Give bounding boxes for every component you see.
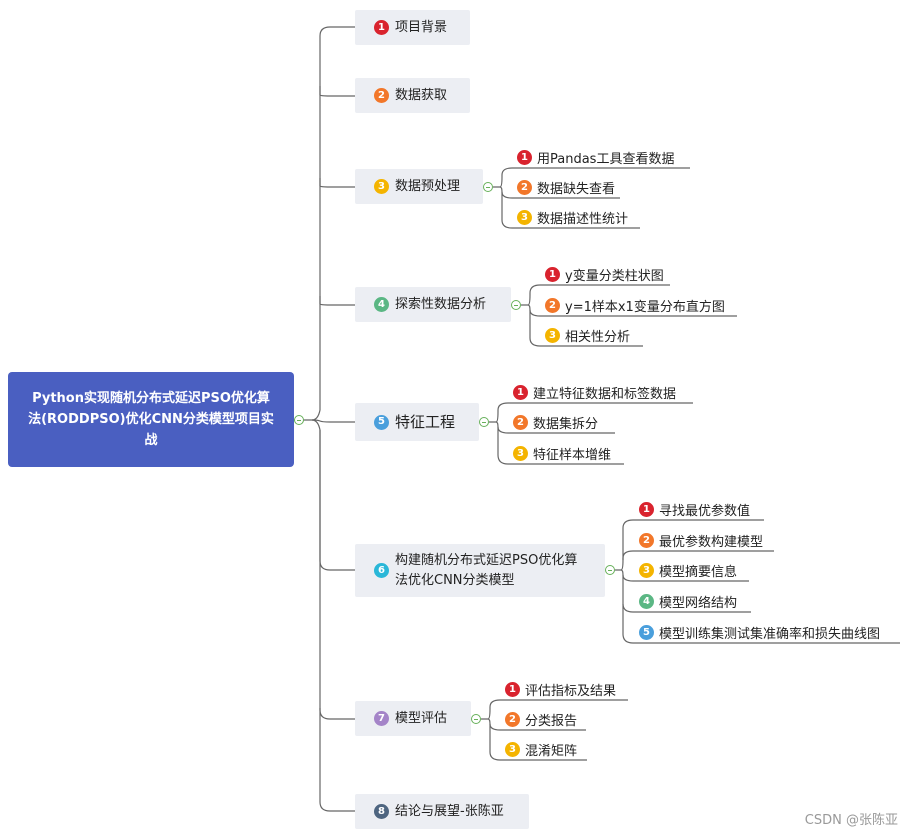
root-title: Python实现随机分布式延迟PSO优化算法(RODDPSO)优化CNN分类模型… <box>28 391 274 448</box>
leaf-label: 相关性分析 <box>565 329 631 345</box>
collapse-toggle-7[interactable] <box>471 714 481 724</box>
leaf-3-2[interactable]: 2 数据缺失查看 <box>517 178 616 197</box>
number-badge-1: 1 <box>639 501 654 517</box>
number-badge-7: 7 <box>374 711 389 726</box>
branch-label: 项目背景 <box>395 19 448 35</box>
leaf-label: 模型网络结构 <box>659 595 738 611</box>
number-badge-1: 1 <box>374 20 389 35</box>
number-badge-1: 1 <box>513 384 528 400</box>
number-badge-2: 2 <box>517 179 532 195</box>
number-badge-2: 2 <box>639 532 654 548</box>
leaf-6-1[interactable]: 1 寻找最优参数值 <box>639 500 751 519</box>
number-badge-1: 1 <box>545 266 560 282</box>
branch-data-acquisition[interactable]: 2 数据获取 <box>355 78 470 113</box>
branch-eda[interactable]: 4 探索性数据分析 <box>355 287 511 322</box>
leaf-7-2[interactable]: 2 分类报告 <box>505 710 578 729</box>
branch-feature-engineering[interactable]: 5 特征工程 <box>355 403 479 441</box>
branch-data-preprocessing[interactable]: 3 数据预处理 <box>355 169 483 204</box>
leaf-6-3[interactable]: 3 模型摘要信息 <box>639 561 738 580</box>
branch-label: 特征工程 <box>395 413 456 431</box>
leaf-5-2[interactable]: 2 数据集拆分 <box>513 413 599 432</box>
leaf-label: 数据描述性统计 <box>537 211 629 227</box>
leaf-7-3[interactable]: 3 混淆矩阵 <box>505 740 578 759</box>
number-badge-3: 3 <box>513 445 528 461</box>
number-badge-4: 4 <box>639 593 654 609</box>
collapse-toggle-3[interactable] <box>483 182 493 192</box>
number-badge-8: 8 <box>374 804 389 819</box>
number-badge-5: 5 <box>374 414 389 430</box>
number-badge-3: 3 <box>639 562 654 578</box>
leaf-label: 寻找最优参数值 <box>659 503 751 519</box>
collapse-toggle-4[interactable] <box>511 300 521 310</box>
number-badge-5: 5 <box>639 624 654 640</box>
leaf-label: 评估指标及结果 <box>525 683 617 699</box>
leaf-3-3[interactable]: 3 数据描述性统计 <box>517 208 629 227</box>
leaf-label: y=1样本x1变量分布直方图 <box>565 299 725 315</box>
number-badge-2: 2 <box>505 711 520 727</box>
branch-label: 探索性数据分析 <box>395 296 487 312</box>
number-badge-3: 3 <box>374 179 389 194</box>
leaf-label: 特征样本增维 <box>533 447 612 463</box>
leaf-label: 模型摘要信息 <box>659 564 738 580</box>
branch-label: 构建随机分布式延迟PSO优化算法优化CNN分类模型 <box>395 552 578 588</box>
leaf-6-5[interactable]: 5 模型训练集测试集准确率和损失曲线图 <box>639 623 881 642</box>
leaf-3-1[interactable]: 1 用Pandas工具查看数据 <box>517 148 675 167</box>
collapse-toggle-6[interactable] <box>605 565 615 575</box>
number-badge-4: 4 <box>374 297 389 312</box>
branch-label: 数据预处理 <box>395 178 461 194</box>
branch-model-evaluation[interactable]: 7 模型评估 <box>355 701 471 736</box>
number-badge-3: 3 <box>545 327 560 343</box>
leaf-5-3[interactable]: 3 特征样本增维 <box>513 444 612 463</box>
number-badge-1: 1 <box>505 681 520 697</box>
leaf-label: 模型训练集测试集准确率和损失曲线图 <box>659 626 881 642</box>
leaf-label: 数据缺失查看 <box>537 181 616 197</box>
leaf-label: 建立特征数据和标签数据 <box>533 386 677 402</box>
number-badge-2: 2 <box>545 297 560 313</box>
collapse-toggle-root[interactable] <box>294 415 304 425</box>
number-badge-6: 6 <box>374 563 389 578</box>
root-topic[interactable]: Python实现随机分布式延迟PSO优化算法(RODDPSO)优化CNN分类模型… <box>8 372 294 467</box>
leaf-6-4[interactable]: 4 模型网络结构 <box>639 592 738 611</box>
leaf-6-2[interactable]: 2 最优参数构建模型 <box>639 531 764 550</box>
number-badge-1: 1 <box>517 149 532 165</box>
leaf-label: 用Pandas工具查看数据 <box>537 151 675 167</box>
watermark: CSDN @张陈亚 <box>804 813 898 828</box>
branch-conclusion[interactable]: 8 结论与展望-张陈亚 <box>355 794 529 829</box>
branch-label: 数据获取 <box>395 87 448 103</box>
branch-label: 结论与展望-张陈亚 <box>395 803 504 819</box>
leaf-5-1[interactable]: 1 建立特征数据和标签数据 <box>513 383 677 402</box>
collapse-toggle-5[interactable] <box>479 417 489 427</box>
leaf-4-1[interactable]: 1 y变量分类柱状图 <box>545 265 664 284</box>
leaf-7-1[interactable]: 1 评估指标及结果 <box>505 680 617 699</box>
number-badge-2: 2 <box>374 88 389 103</box>
leaf-4-2[interactable]: 2 y=1样本x1变量分布直方图 <box>545 296 725 315</box>
leaf-label: y变量分类柱状图 <box>565 268 664 284</box>
leaf-label: 混淆矩阵 <box>525 743 578 759</box>
leaf-label: 最优参数构建模型 <box>659 534 764 550</box>
branch-build-model[interactable]: 6 构建随机分布式延迟PSO优化算法优化CNN分类模型 <box>355 544 605 597</box>
number-badge-2: 2 <box>513 414 528 430</box>
leaf-4-3[interactable]: 3 相关性分析 <box>545 326 631 345</box>
branch-project-background[interactable]: 1 项目背景 <box>355 10 470 45</box>
number-badge-3: 3 <box>517 209 532 225</box>
leaf-label: 数据集拆分 <box>533 416 599 432</box>
number-badge-3: 3 <box>505 741 520 757</box>
branch-label: 模型评估 <box>395 710 448 726</box>
leaf-label: 分类报告 <box>525 713 578 729</box>
